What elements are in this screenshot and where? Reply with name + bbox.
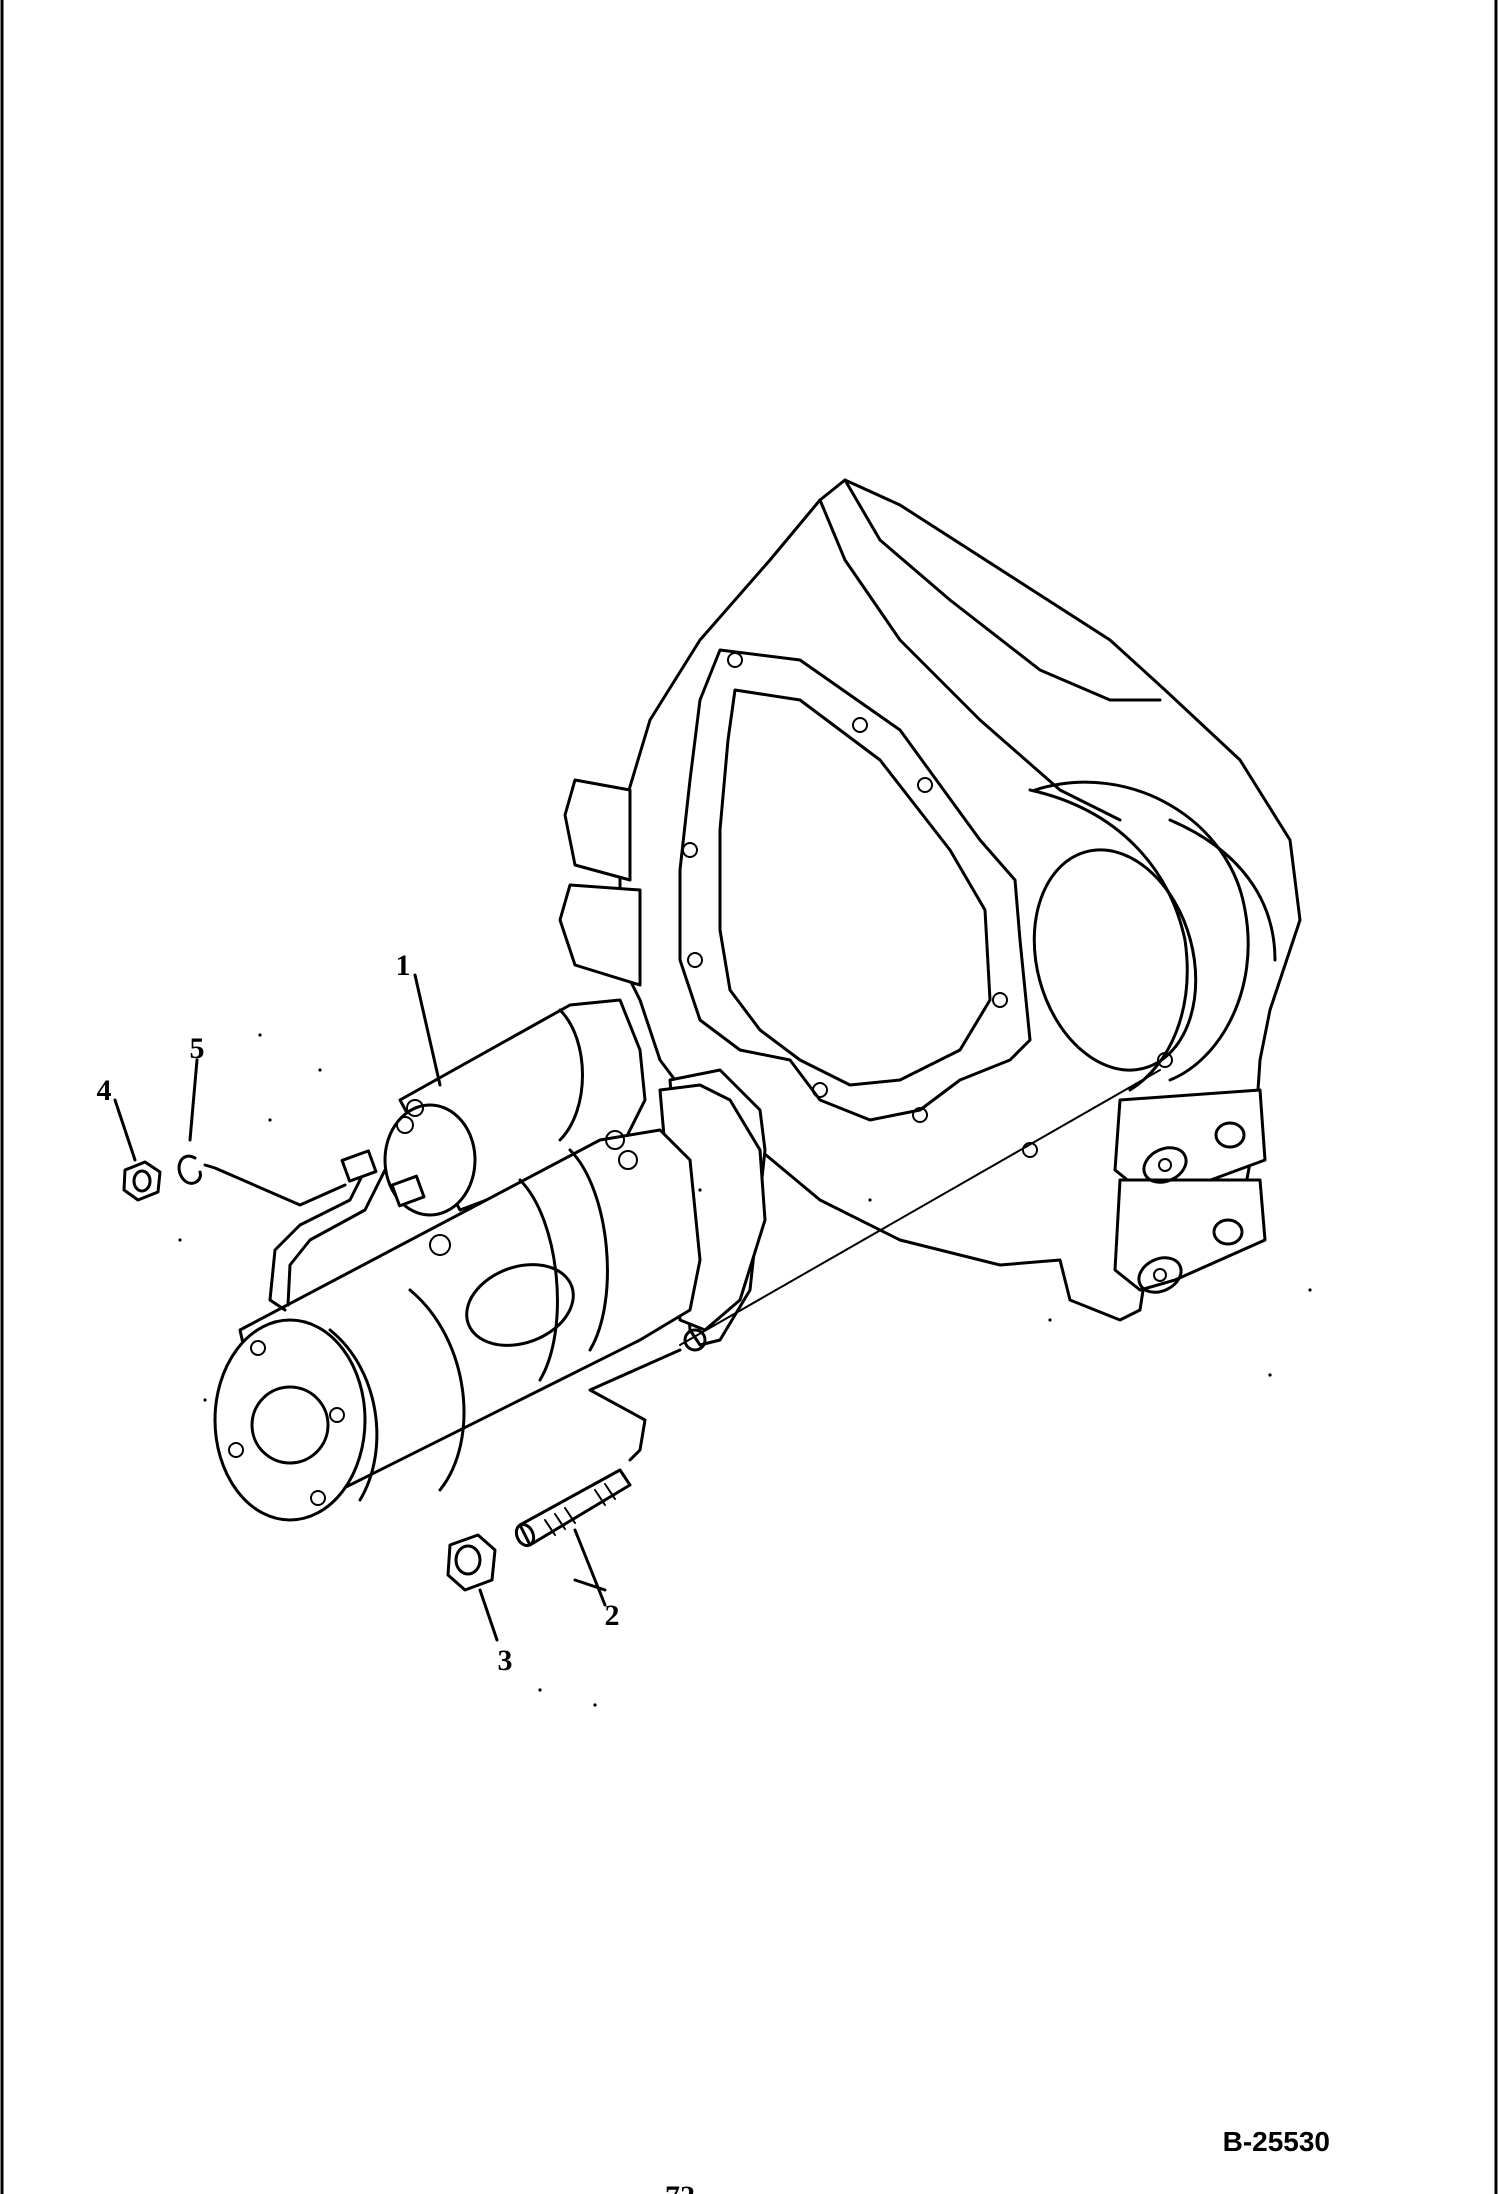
callout-1: 1 bbox=[396, 949, 411, 982]
page-number: 72 bbox=[665, 2180, 695, 2194]
callout-4: 4 bbox=[97, 1074, 112, 1107]
nut-large bbox=[446, 1533, 497, 1592]
leader-lines bbox=[113, 973, 1161, 1642]
scan-speckles bbox=[178, 1033, 1312, 1707]
callout-5: 5 bbox=[190, 1032, 205, 1065]
stud-bolt bbox=[514, 1468, 632, 1548]
callout-3: 3 bbox=[498, 1644, 513, 1677]
drawing-code: B-25530 bbox=[1223, 2126, 1330, 2157]
starting-motor bbox=[213, 998, 767, 1522]
lock-washer bbox=[177, 1154, 202, 1185]
nut-small bbox=[122, 1160, 162, 1202]
flange-bolt-holes bbox=[682, 652, 1173, 1158]
flywheel-housing bbox=[558, 478, 1302, 1322]
callout-2: 2 bbox=[605, 1599, 620, 1632]
